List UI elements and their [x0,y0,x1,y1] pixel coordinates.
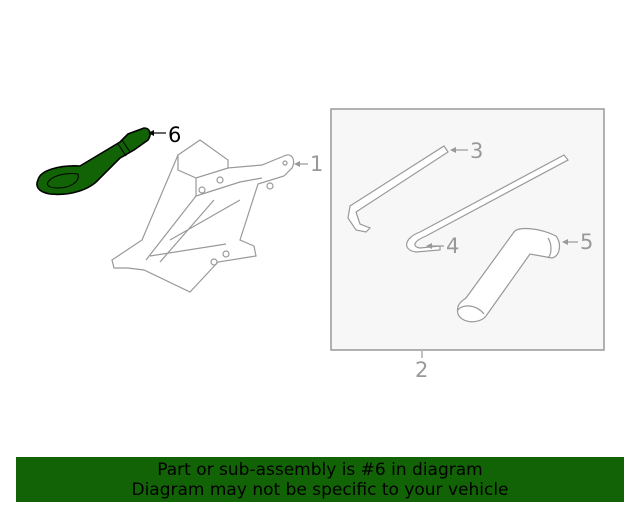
svg-text:1: 1 [310,152,323,176]
callout-5: 5 [562,230,593,254]
part-5-tool-bag[interactable] [456,227,561,323]
part-info-banner: Part or sub-assembly is #6 in diagram Di… [16,457,624,502]
part-3-lug-wrench[interactable] [347,145,449,233]
part-6-tow-hook[interactable] [36,127,151,196]
svg-text:4: 4 [446,234,459,258]
parts-diagram: 6 1 2 3 4 [36,108,605,382]
svg-text:3: 3 [470,139,483,163]
svg-text:2: 2 [415,358,428,382]
banner-line-disclaimer: Diagram may not be specific to your vehi… [131,480,509,500]
svg-text:6: 6 [168,123,181,147]
callout-3: 3 [450,139,483,163]
svg-text:5: 5 [580,230,593,254]
callout-6: 6 [148,123,181,147]
callout-2: 2 [415,351,428,382]
part-1-scissor-jack[interactable] [111,139,295,293]
callout-1: 1 [294,152,323,176]
banner-line-part: Part or sub-assembly is #6 in diagram [157,460,483,480]
callout-4: 4 [426,234,459,258]
